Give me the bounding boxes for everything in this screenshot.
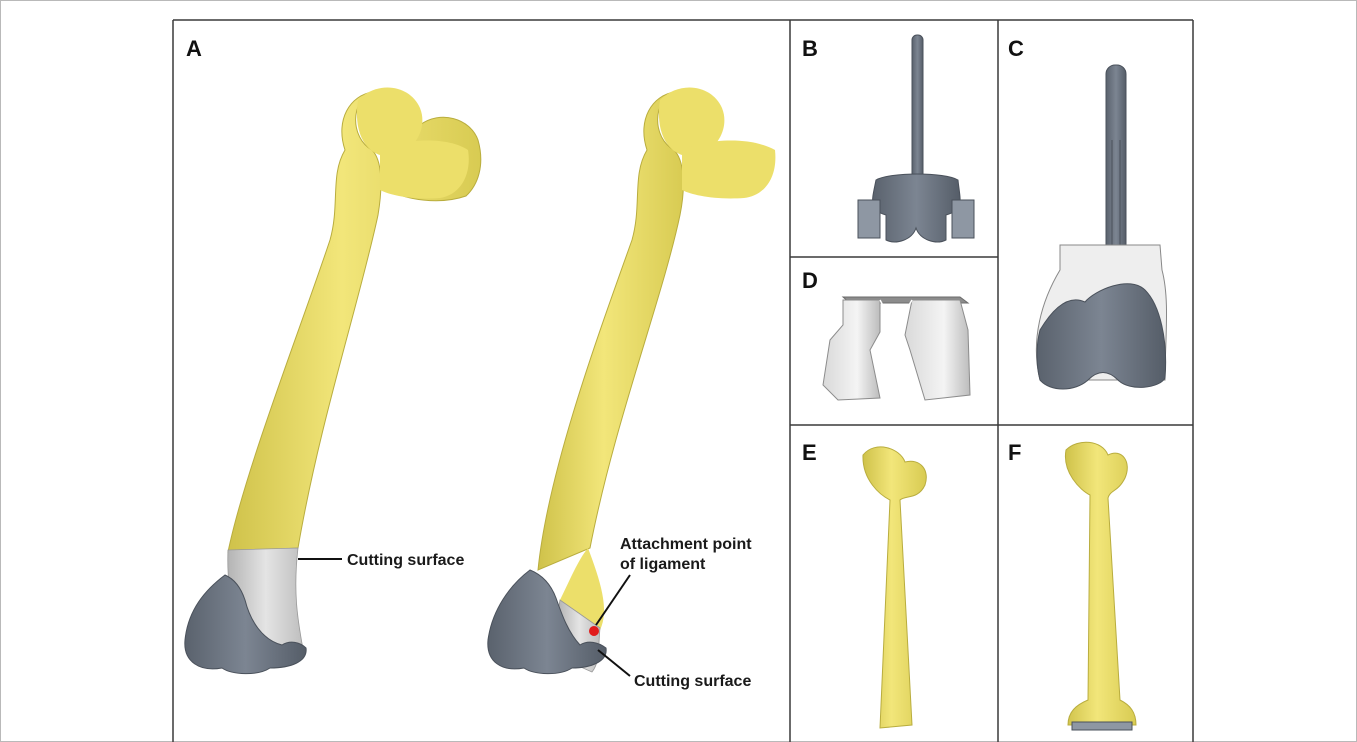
spacer-block <box>823 297 970 400</box>
callout-line-cutting-right <box>598 650 630 676</box>
implant-body-b <box>873 174 961 242</box>
panel-c-label: C <box>1008 36 1024 61</box>
femur-model-e <box>863 447 926 728</box>
implant-stem-c <box>1106 65 1126 260</box>
spacer-left-block <box>823 300 880 400</box>
panel-e-label: E <box>802 440 817 465</box>
panel-d-label: D <box>802 268 818 293</box>
callout-attachment-line1: Attachment point <box>620 536 752 553</box>
stemmed-component-small <box>858 35 974 242</box>
panel-f-label: F <box>1008 440 1021 465</box>
femur-bone-right <box>538 92 683 570</box>
femur-with-implant-left <box>185 88 481 674</box>
femur-model-f <box>1065 442 1136 730</box>
spacer-right-block <box>905 300 970 400</box>
callout-cutting-surface-left: Cutting surface <box>347 552 464 569</box>
panel-a-label: A <box>186 36 202 61</box>
femur-with-implant-right <box>488 88 776 674</box>
callout-cutting-surface-right: Cutting surface <box>634 673 751 690</box>
stemmed-component-large <box>1036 65 1166 389</box>
ligament-attachment-point <box>589 626 599 636</box>
callout-attachment-line2: of ligament <box>620 556 706 573</box>
panel-b-label: B <box>802 36 818 61</box>
implant-stem-b <box>912 35 923 185</box>
